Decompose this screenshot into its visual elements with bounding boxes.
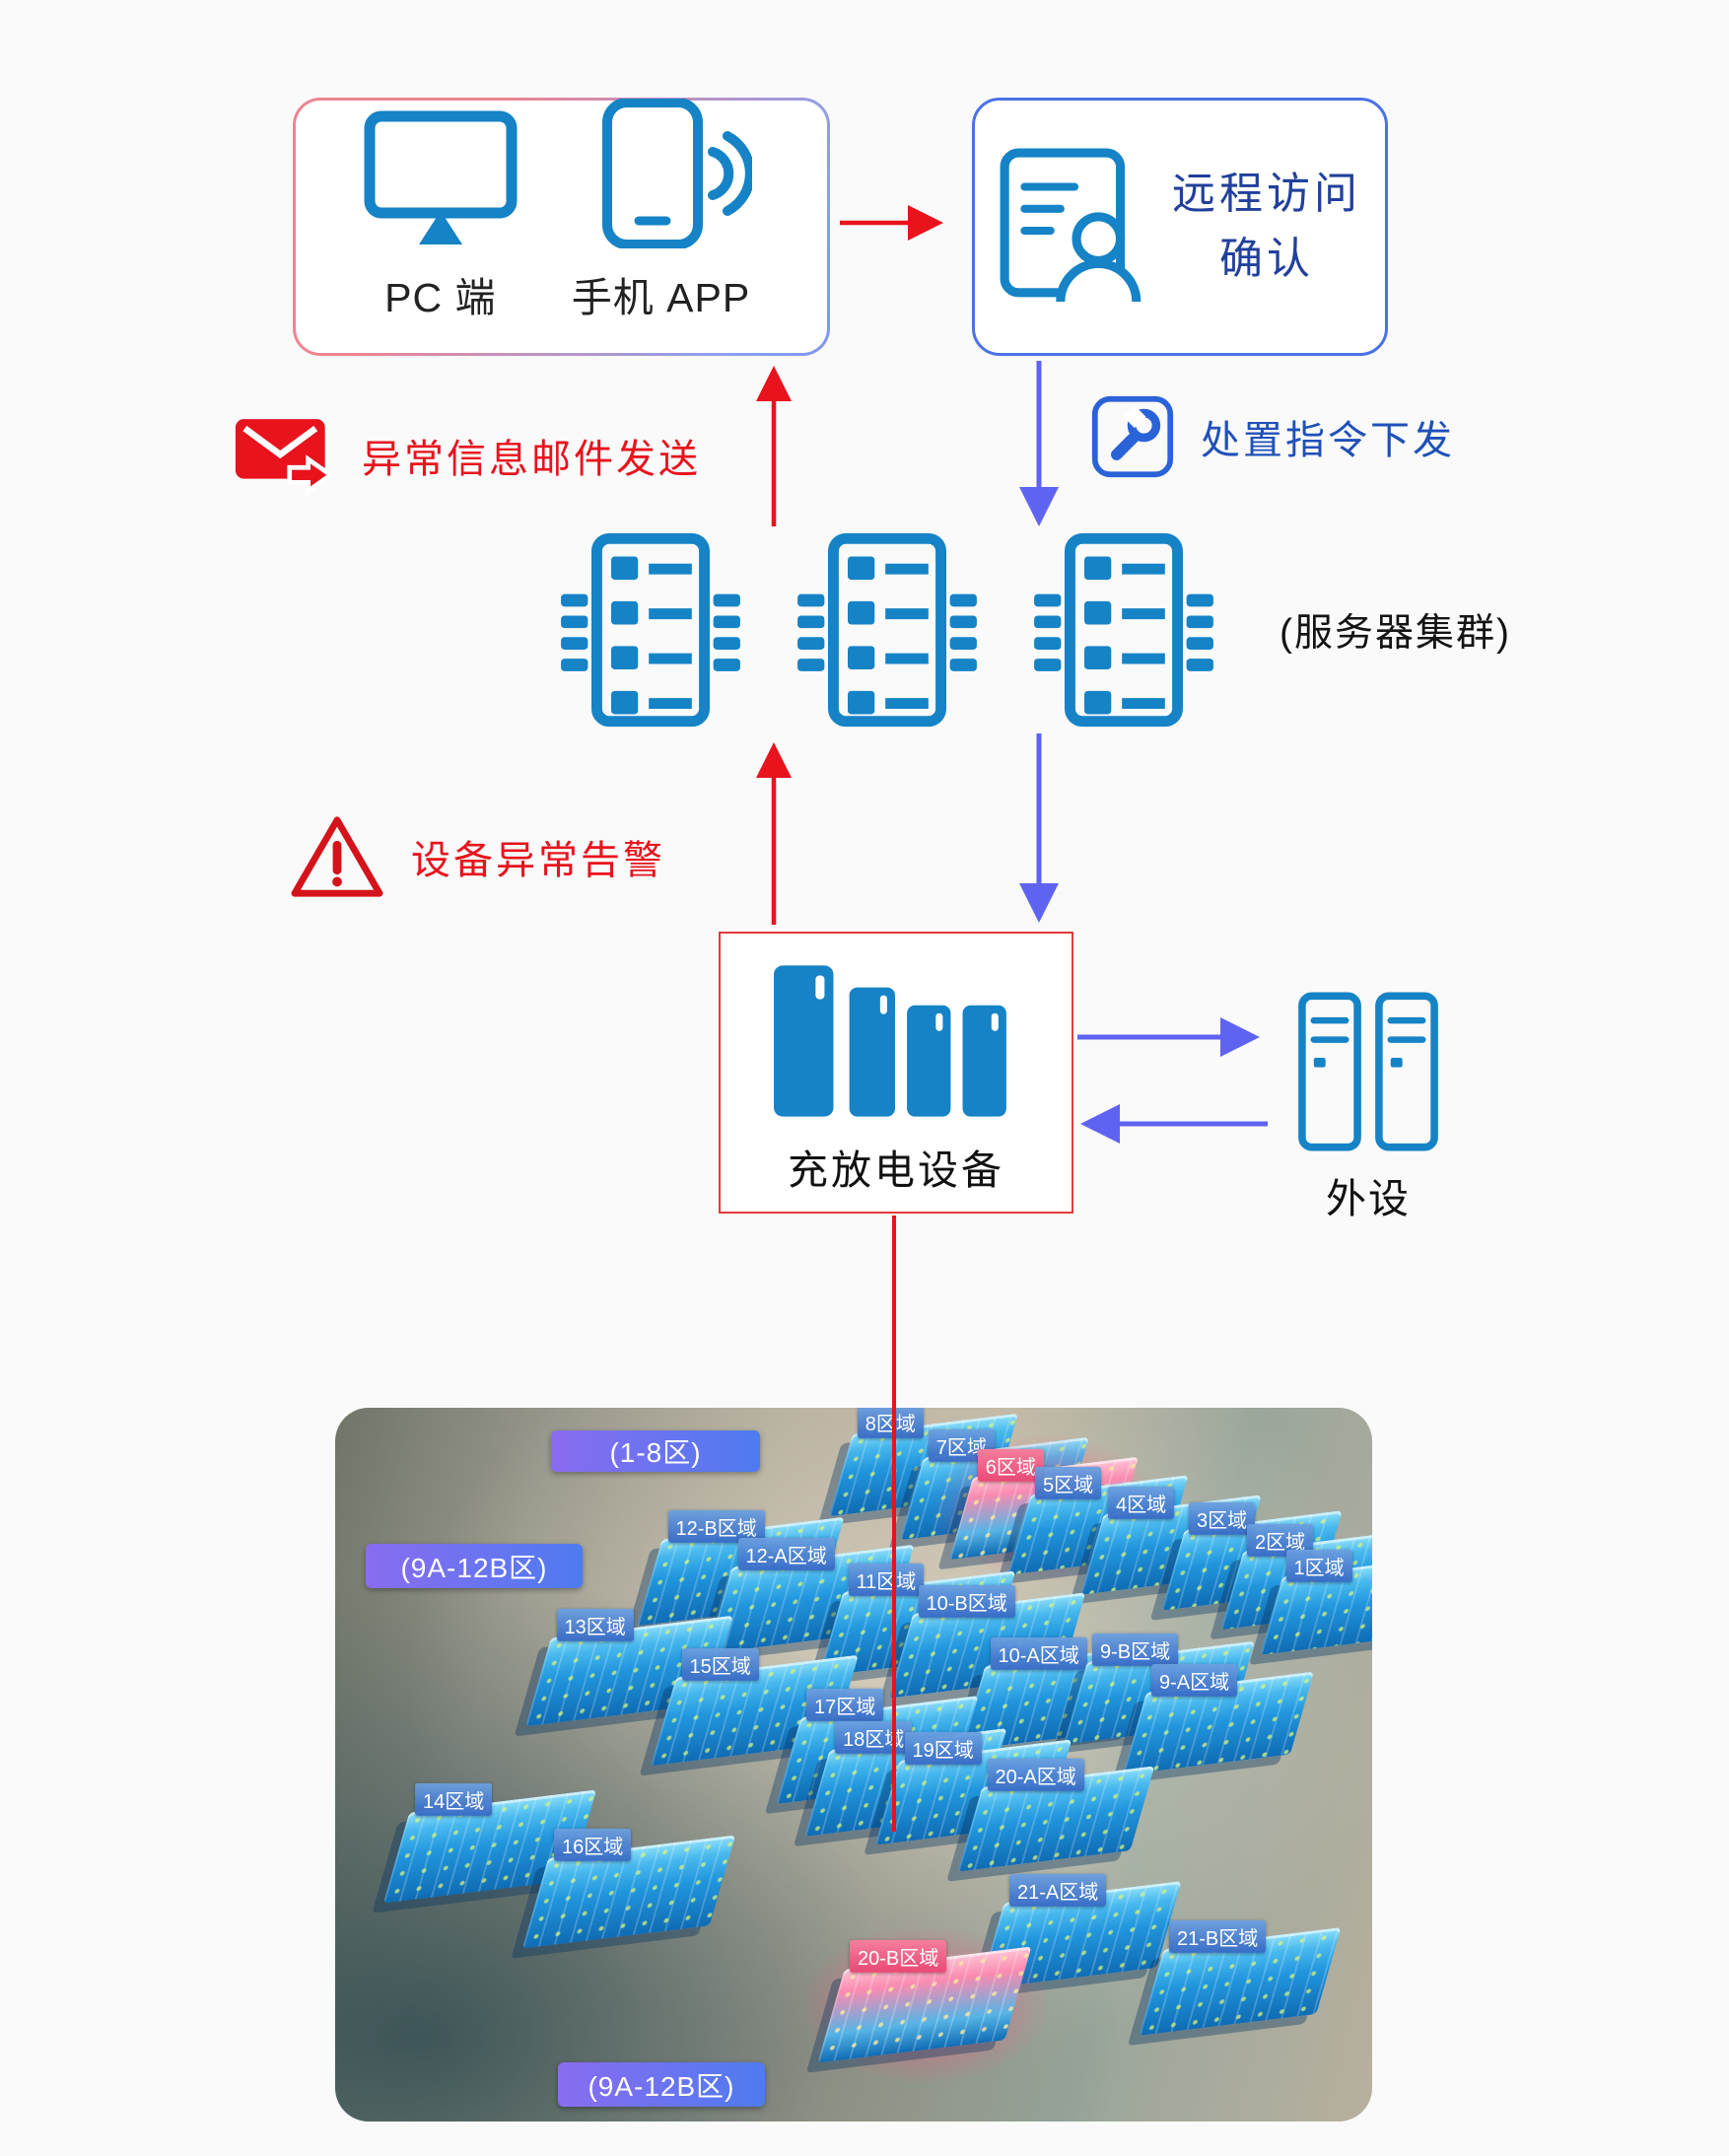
map-area-label: 20-B区域 bbox=[850, 1939, 947, 1973]
server-icon bbox=[561, 532, 740, 728]
map-area-block: 13区域 bbox=[525, 1608, 733, 1727]
map-area-block: 12-A区域 bbox=[707, 1537, 915, 1654]
remote-access-box: 远程访问 确认 bbox=[972, 98, 1388, 356]
map-area-block: 18区域 bbox=[804, 1720, 1007, 1838]
map-area-label: 3区域 bbox=[1189, 1501, 1256, 1535]
map-area-label: 21-B区域 bbox=[1169, 1919, 1267, 1953]
tower-pc-icon bbox=[1298, 992, 1361, 1151]
map-area-label: 10-A区域 bbox=[990, 1636, 1087, 1670]
server-icon bbox=[797, 532, 977, 728]
charge-cabinets-icon bbox=[774, 965, 1006, 1117]
map-area-block: 3区域 bbox=[1161, 1501, 1343, 1611]
zone-badge: (9A-12B区) bbox=[558, 2062, 765, 2107]
map-area-block: 16区域 bbox=[521, 1828, 736, 1949]
map-area-block: 5区域 bbox=[1007, 1466, 1189, 1575]
map-area-block: 4区域 bbox=[1080, 1486, 1262, 1595]
peripheral-label: 外设 bbox=[1326, 1176, 1411, 1221]
map-area-label: 18区域 bbox=[835, 1720, 913, 1754]
map-area-block: 20-B区域 bbox=[797, 1924, 1052, 2085]
alarm-flow-label: 设备异常告警 bbox=[411, 839, 665, 882]
map-area-block: 8区域 bbox=[828, 1408, 1019, 1517]
map-area-label: 12-A区域 bbox=[737, 1537, 835, 1570]
document-user-icon bbox=[1000, 148, 1141, 303]
map-area-label: 9-A区域 bbox=[1151, 1663, 1238, 1697]
map-area-label: 16区域 bbox=[554, 1828, 632, 1861]
charge-device-box: 充放电设备 bbox=[719, 932, 1073, 1214]
map-area-block: 20-A区域 bbox=[957, 1758, 1155, 1872]
pc-client: PC 端 bbox=[357, 110, 524, 323]
map-area-block: 9-B区域 bbox=[1063, 1633, 1256, 1745]
email-send-icon bbox=[235, 419, 335, 496]
zone-badge: (1-8区) bbox=[551, 1430, 760, 1472]
map-area-label: 1区域 bbox=[1285, 1549, 1352, 1582]
client-box: PC 端 手机 APP bbox=[293, 98, 830, 356]
warning-icon bbox=[291, 816, 383, 897]
remote-access-line2: 确认 bbox=[1219, 235, 1314, 283]
map-area-block: 10-B区域 bbox=[888, 1584, 1086, 1699]
server-cluster: (服务器集群) bbox=[552, 532, 1511, 728]
map-area-block: 21-A区域 bbox=[979, 1873, 1182, 1990]
map-area-label: 9-B区域 bbox=[1092, 1633, 1179, 1666]
map-area-label: 11区域 bbox=[848, 1563, 925, 1596]
map-area-label: 15区域 bbox=[681, 1647, 759, 1681]
alarm-flow: 设备异常告警 bbox=[289, 812, 665, 901]
command-flow-label: 处置指令下发 bbox=[1201, 419, 1455, 462]
remote-access-line1: 远程访问 bbox=[1172, 170, 1361, 218]
map-area-label: 4区域 bbox=[1108, 1486, 1175, 1519]
command-flow: 处置指令下发 bbox=[1090, 394, 1455, 479]
server-icon bbox=[1034, 532, 1213, 728]
map-area-label: 5区域 bbox=[1035, 1466, 1102, 1499]
map-area-label: 21-A区域 bbox=[1009, 1873, 1107, 1907]
wrench-icon bbox=[1091, 395, 1174, 478]
server-cluster-label: (服务器集群) bbox=[1279, 612, 1511, 655]
map-area-label: 12-B区域 bbox=[667, 1509, 765, 1543]
map-area-block: 14区域 bbox=[382, 1782, 597, 1904]
email-flow: 异常信息邮件发送 bbox=[234, 412, 701, 499]
pc-label: PC 端 bbox=[384, 275, 497, 320]
map-area-label: 13区域 bbox=[556, 1608, 634, 1641]
map-area-block: 19区域 bbox=[874, 1731, 1072, 1845]
map-area-label: 17区域 bbox=[806, 1688, 884, 1721]
map-area-label: 6区域 bbox=[977, 1448, 1044, 1482]
map-area-label: 20-A区域 bbox=[987, 1758, 1084, 1791]
map-area-block: 15区域 bbox=[651, 1647, 859, 1767]
zone-badge: (9A-12B区) bbox=[366, 1544, 583, 1588]
map-area-label: 10-B区域 bbox=[918, 1584, 1015, 1618]
map-area-block: 9-A区域 bbox=[1122, 1663, 1315, 1775]
map-area-block: 1区域 bbox=[1260, 1549, 1372, 1655]
map-area-label: 14区域 bbox=[415, 1782, 493, 1816]
map-area-block: 10-A区域 bbox=[960, 1636, 1158, 1751]
phone-icon bbox=[601, 99, 752, 248]
phone-client: 手机 APP bbox=[572, 99, 766, 323]
charge-device-label: 充放电设备 bbox=[788, 1148, 1004, 1193]
email-flow-label: 异常信息邮件发送 bbox=[362, 438, 701, 481]
monitor-icon bbox=[364, 110, 518, 244]
tower-pc-icon bbox=[1375, 992, 1438, 1151]
remote-access-label: 远程访问 确认 bbox=[1172, 162, 1361, 292]
map-area-label: 8区域 bbox=[857, 1408, 924, 1438]
phone-label: 手机 APP bbox=[571, 275, 751, 320]
map-area-block: 11区域 bbox=[818, 1563, 1016, 1677]
map-area-block: 17区域 bbox=[776, 1688, 979, 1805]
map-area-block: 21-B区域 bbox=[1139, 1919, 1342, 2037]
map-area-block: 12-B区域 bbox=[637, 1509, 845, 1627]
map-area-label: 19区域 bbox=[904, 1731, 982, 1765]
peripheral-group: 外设 bbox=[1297, 992, 1439, 1224]
